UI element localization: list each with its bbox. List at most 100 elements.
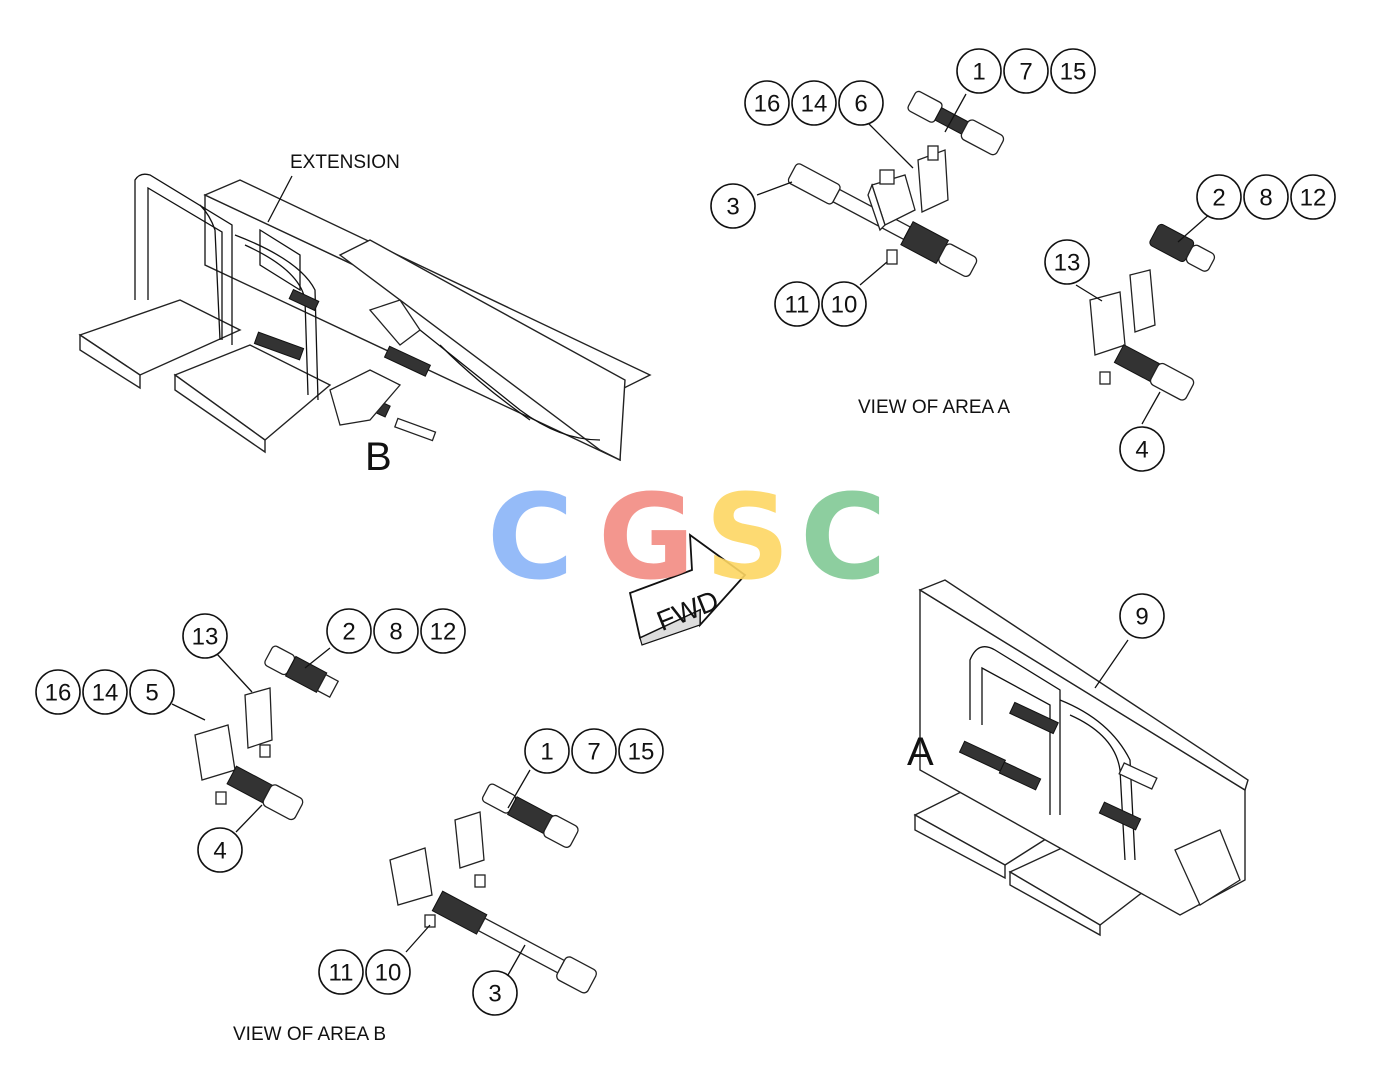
watermark-letter: C (487, 468, 574, 606)
area-b-marker: B (365, 435, 392, 479)
callout-bubble: 13 (182, 613, 228, 659)
area-a-overview: A (907, 579, 1249, 937)
callout-bubble: 8 (373, 608, 419, 654)
callout-number: 4 (1135, 437, 1148, 464)
callout-group: 16 14 5 (35, 669, 175, 715)
callout-group: 3 (710, 183, 756, 229)
callout-number: 14 (92, 680, 119, 707)
callout-circle (35, 669, 81, 715)
extension-label: EXTENSION (290, 152, 400, 173)
callout-number: 12 (1300, 185, 1327, 212)
callout-circle (1050, 48, 1096, 94)
callout-circle (1003, 48, 1049, 94)
callout-number: 2 (342, 619, 355, 646)
callout-circle (791, 80, 837, 126)
callout-group: 9 (1119, 593, 1165, 639)
callout-circle (524, 728, 570, 774)
callout-bubble: 2 (326, 608, 372, 654)
callout-circle (1243, 174, 1289, 220)
callout-group: 3 (472, 970, 518, 1016)
callout-circle (774, 281, 820, 327)
callout-circle (956, 48, 1002, 94)
callout-circle (82, 669, 128, 715)
callout-number: 15 (1060, 59, 1087, 86)
callout-circle (821, 281, 867, 327)
callout-number: 8 (1259, 185, 1272, 212)
callout-bubble: 14 (791, 80, 837, 126)
callout-number: 5 (145, 680, 158, 707)
cgsc-watermark: C G S C (487, 468, 887, 606)
callout-number: 12 (430, 619, 457, 646)
callout-group: 4 (197, 827, 243, 873)
callout-number: 16 (45, 680, 72, 707)
callout-number: 16 (754, 91, 781, 118)
callout-number: 4 (213, 838, 226, 865)
callout-bubble: 9 (1119, 593, 1165, 639)
view-b-caption: VIEW OF AREA B (233, 1024, 386, 1045)
callout-group: 11 10 (318, 949, 411, 995)
callout-circle (365, 949, 411, 995)
callout-number: 13 (192, 624, 219, 651)
callout-circle (744, 80, 790, 126)
callout-bubble: 14 (82, 669, 128, 715)
callout-circle (1119, 426, 1165, 472)
callout-number: 9 (1135, 604, 1148, 631)
callout-bubble: 13 (1044, 239, 1090, 285)
watermark-letter: G (598, 468, 695, 606)
callout-bubble: 3 (472, 970, 518, 1016)
callout-number: 8 (389, 619, 402, 646)
callout-circle (1196, 174, 1242, 220)
callout-circle (838, 80, 884, 126)
callout-group: 4 (1119, 426, 1165, 472)
callout-bubble: 11 (318, 949, 364, 995)
callout-bubble: 12 (1290, 174, 1336, 220)
callout-bubble: 16 (744, 80, 790, 126)
callout-circle (182, 613, 228, 659)
area-a-marker: A (907, 730, 934, 774)
fwd-arrow: FWD (628, 533, 747, 646)
callout-bubble: 10 (365, 949, 411, 995)
callout-bubble: 15 (1050, 48, 1096, 94)
callout-circle (710, 183, 756, 229)
callout-bubble: 12 (420, 608, 466, 654)
callout-number: 10 (375, 960, 402, 987)
callout-circle (472, 970, 518, 1016)
callout-number: 15 (628, 739, 655, 766)
callout-group: 2 8 12 (326, 608, 466, 654)
callout-number: 11 (785, 292, 810, 319)
callout-number: 6 (854, 91, 867, 118)
callout-bubble: 2 (1196, 174, 1242, 220)
callout-bubble: 6 (838, 80, 884, 126)
view-of-area-b: VIEW OF AREA B (171, 645, 597, 1045)
callout-bubble: 1 (956, 48, 1002, 94)
callout-group: 13 (182, 613, 228, 659)
callout-bubble: 7 (1003, 48, 1049, 94)
callout-circle (618, 728, 664, 774)
callout-number: 1 (972, 59, 985, 86)
callout-circle (420, 608, 466, 654)
callout-bubble: 16 (35, 669, 81, 715)
callout-circle (1044, 239, 1090, 285)
callout-bubble: 8 (1243, 174, 1289, 220)
callout-circle (129, 669, 175, 715)
callout-bubble: 1 (524, 728, 570, 774)
callout-bubble: 7 (571, 728, 617, 774)
callout-number: 7 (1019, 59, 1032, 86)
callout-circle (1290, 174, 1336, 220)
callout-circle (318, 949, 364, 995)
view-a-caption: VIEW OF AREA A (858, 397, 1010, 418)
callout-bubble: 4 (197, 827, 243, 873)
callout-number: 10 (831, 292, 858, 319)
callout-circle (373, 608, 419, 654)
callout-circle (571, 728, 617, 774)
callout-bubble: 10 (821, 281, 867, 327)
callout-bubble: 11 (774, 281, 820, 327)
callout-group: 16 14 6 (744, 80, 884, 126)
callout-number: 13 (1054, 250, 1081, 277)
